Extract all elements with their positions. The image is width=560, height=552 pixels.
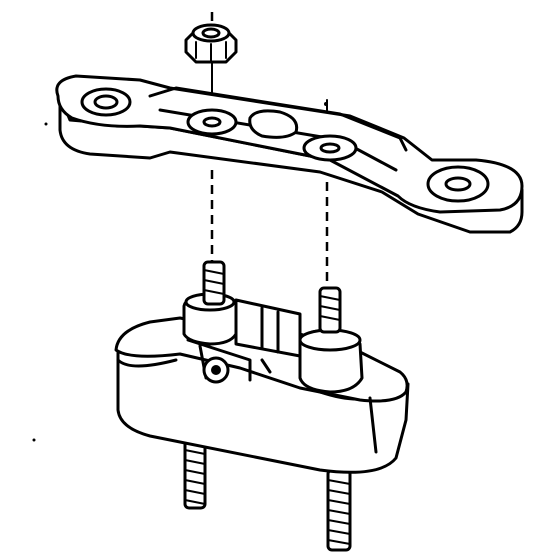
upper-stud-right xyxy=(318,286,342,334)
lower-mount xyxy=(114,292,410,474)
lower-stud-right xyxy=(326,468,352,552)
upper-bracket xyxy=(44,74,524,234)
bracket-center-boss xyxy=(248,109,299,139)
mount-center-bridge xyxy=(234,298,302,358)
upper-stud-left xyxy=(202,260,226,306)
hex-flange-nut xyxy=(184,23,238,64)
